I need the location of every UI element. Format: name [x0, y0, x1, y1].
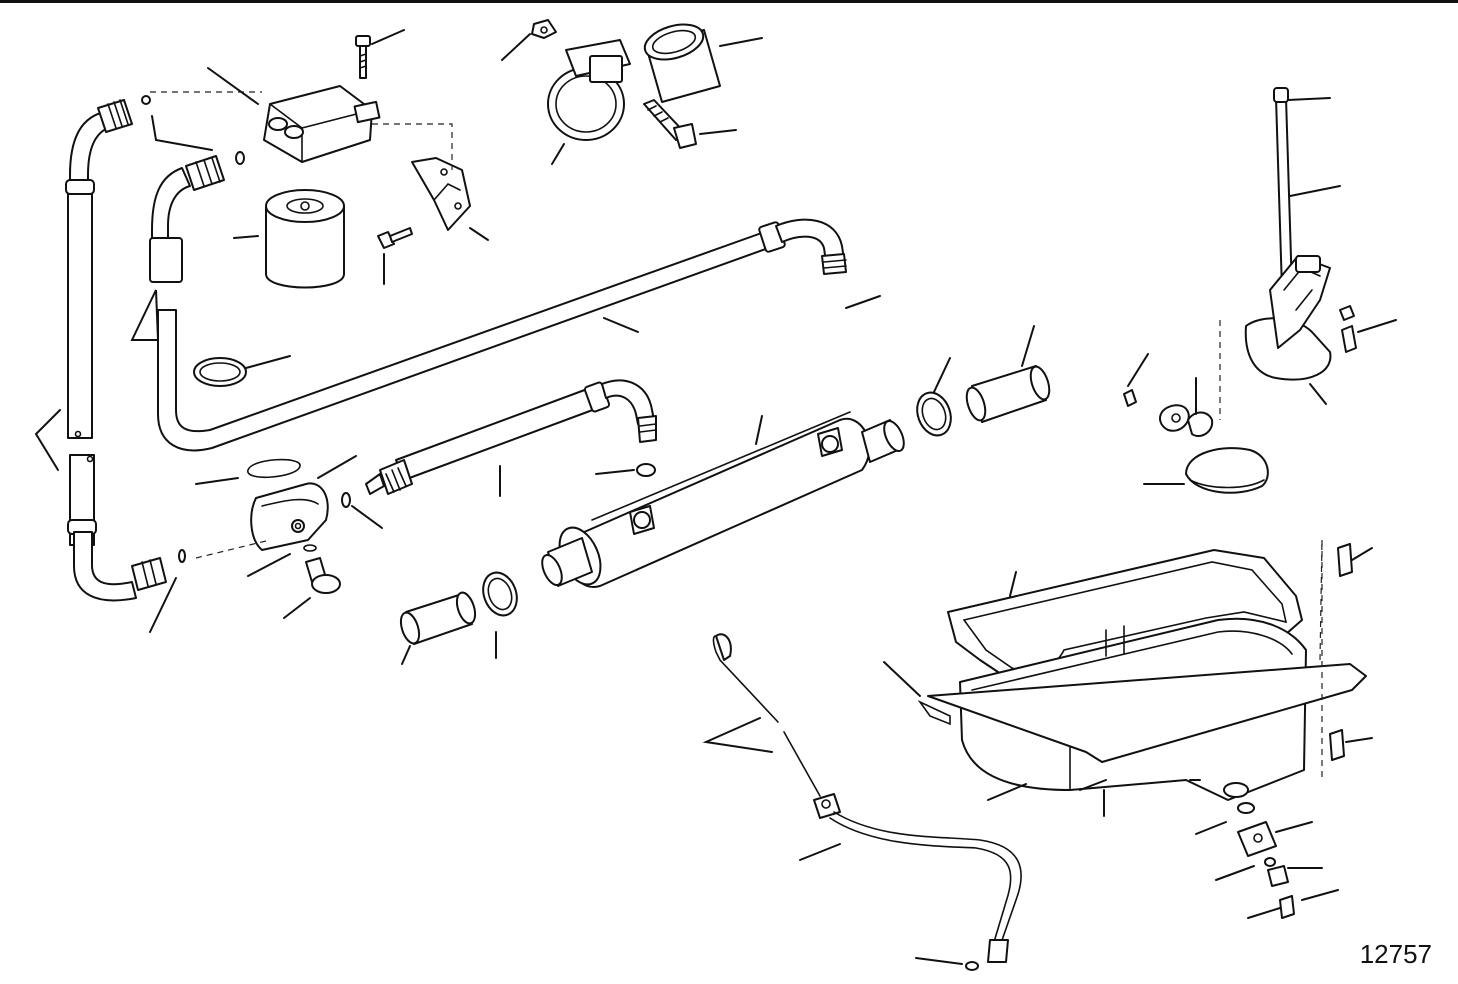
strap-bolt: [643, 99, 697, 149]
drain-fitting: [1237, 802, 1295, 919]
sealing-washer-small: [341, 492, 351, 508]
hose-clamp-cooler-left: [482, 571, 518, 617]
oil-pickup-screen: [1185, 447, 1269, 494]
drain-plug: [303, 544, 341, 594]
mounting-strap: [547, 39, 631, 141]
oil-cooler-end-cap: [250, 482, 329, 551]
oil-filter: [265, 189, 345, 289]
hose-cooler-left: [399, 591, 477, 645]
hose-cooler-right: [965, 365, 1051, 423]
oil-cooler-line-right: [149, 167, 847, 452]
top-border-line: [0, 0, 1458, 3]
hose-fitting-lower-left: [131, 549, 186, 591]
mounting-bracket: [411, 157, 471, 231]
figure-number: 12757: [1359, 939, 1432, 969]
pan-bolt-1: [1337, 543, 1353, 577]
pump-bolts: [1339, 305, 1357, 353]
pump-gasket: [1159, 404, 1214, 438]
oil-cooler-body: [541, 411, 905, 588]
oil-cooler-line-left: [65, 111, 137, 602]
assembly-lines: [150, 91, 1323, 780]
bolt-bracket: [377, 227, 413, 249]
pan-bolt-2: [1329, 729, 1345, 761]
nut-strap: [531, 19, 557, 39]
oil-pan-gasket-lower: [917, 663, 1367, 763]
hose-clamp-small: [193, 357, 247, 387]
hose-fitting-middle: [185, 151, 245, 191]
hose-clamp-cooler-right: [916, 391, 952, 437]
oil-pump: [1244, 255, 1332, 381]
dipstick: [712, 633, 821, 797]
hose-fitting-upper-left: [97, 95, 151, 133]
oil-filter-adapter: [263, 85, 381, 163]
bolt-adapter-top: [355, 35, 371, 79]
rubber-sleeve: [643, 23, 721, 103]
fuel-line: [365, 379, 657, 495]
leader-lines: [34, 29, 1397, 965]
sealing-ring: [247, 458, 301, 479]
pickup-bolt: [1123, 389, 1137, 407]
dipstick-tube: [813, 793, 1022, 971]
oil-pump-driveshaft: [1273, 87, 1293, 291]
